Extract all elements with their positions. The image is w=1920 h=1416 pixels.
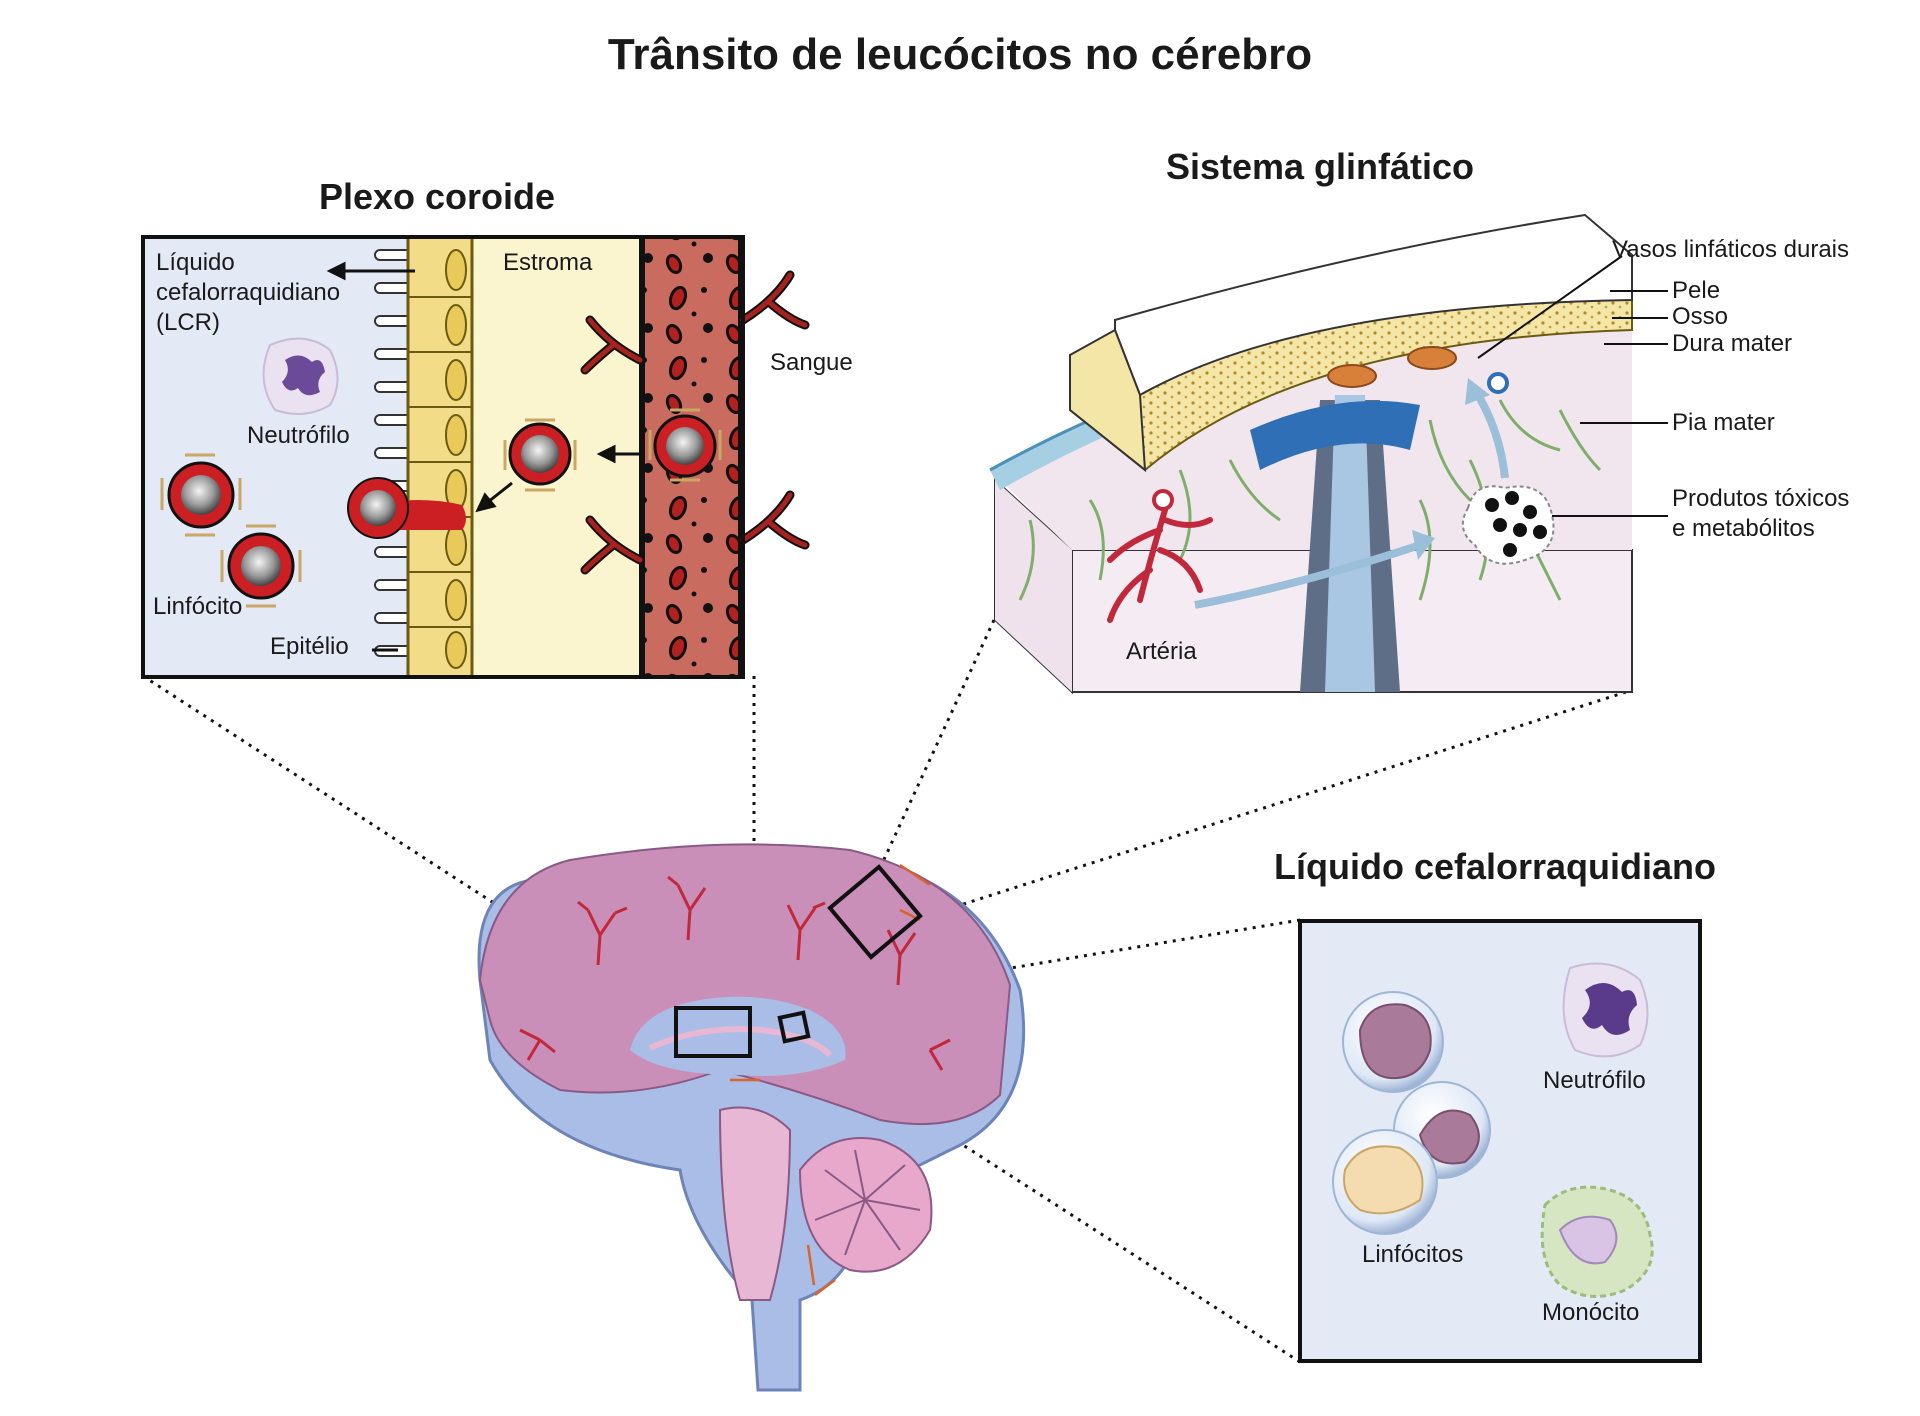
epithelium-microvilli bbox=[374, 249, 408, 657]
csf-lymphocytes-label: Linfócitos bbox=[1362, 1241, 1464, 1268]
pia-label: Pia mater bbox=[1672, 409, 1775, 436]
glymphatic-title: Sistema glinfático bbox=[1165, 146, 1475, 187]
brain-illustration bbox=[477, 843, 1026, 1392]
lymphocyte-2 bbox=[220, 524, 302, 608]
lymphocyte-label: Linfócito bbox=[153, 593, 243, 620]
csf-label: Líquido cefalorraquidiano (LCR) bbox=[156, 249, 341, 336]
glymphatic-panel bbox=[989, 213, 1668, 695]
neutrophil-label: Neutrófilo bbox=[247, 422, 350, 449]
epithelium-label: Epitélio bbox=[270, 633, 349, 660]
page-title: Trânsito de leucócitos no cérebro bbox=[607, 30, 1313, 79]
skin-label: Pele bbox=[1672, 277, 1721, 304]
csf-neutrophil-label: Neutrófilo bbox=[1543, 1067, 1646, 1094]
csf-panel-title: Líquido cefalorraquidiano bbox=[1273, 846, 1717, 887]
artery-branches bbox=[1107, 507, 1213, 623]
neutrophil-icon bbox=[262, 337, 339, 415]
csf-monocyte-label: Monócito bbox=[1542, 1299, 1640, 1326]
artery-label: Artéria bbox=[1126, 638, 1197, 665]
dural-lymph-label: Vasos linfáticos durais bbox=[1612, 236, 1849, 263]
leukocyte-in-stroma bbox=[503, 418, 577, 492]
bone-label: Osso bbox=[1672, 303, 1729, 330]
migration-arrows bbox=[326, 261, 643, 652]
csf-panel bbox=[1298, 919, 1702, 1363]
leukocyte-transmigrating bbox=[347, 477, 466, 539]
toxic-label: Produtos tóxicos e metabólitos bbox=[1672, 485, 1850, 542]
leukocyte-in-vessel bbox=[648, 408, 722, 482]
stroma-label: Estroma bbox=[503, 249, 593, 276]
blood-label: Sangue bbox=[770, 349, 853, 376]
epithelium-cells bbox=[406, 235, 474, 679]
dura-label: Dura mater bbox=[1672, 330, 1793, 357]
lymphocyte-1 bbox=[160, 453, 242, 537]
choroid-plexus-panel bbox=[141, 235, 810, 679]
choroid-plexus-title: Plexo coroide bbox=[318, 176, 556, 217]
